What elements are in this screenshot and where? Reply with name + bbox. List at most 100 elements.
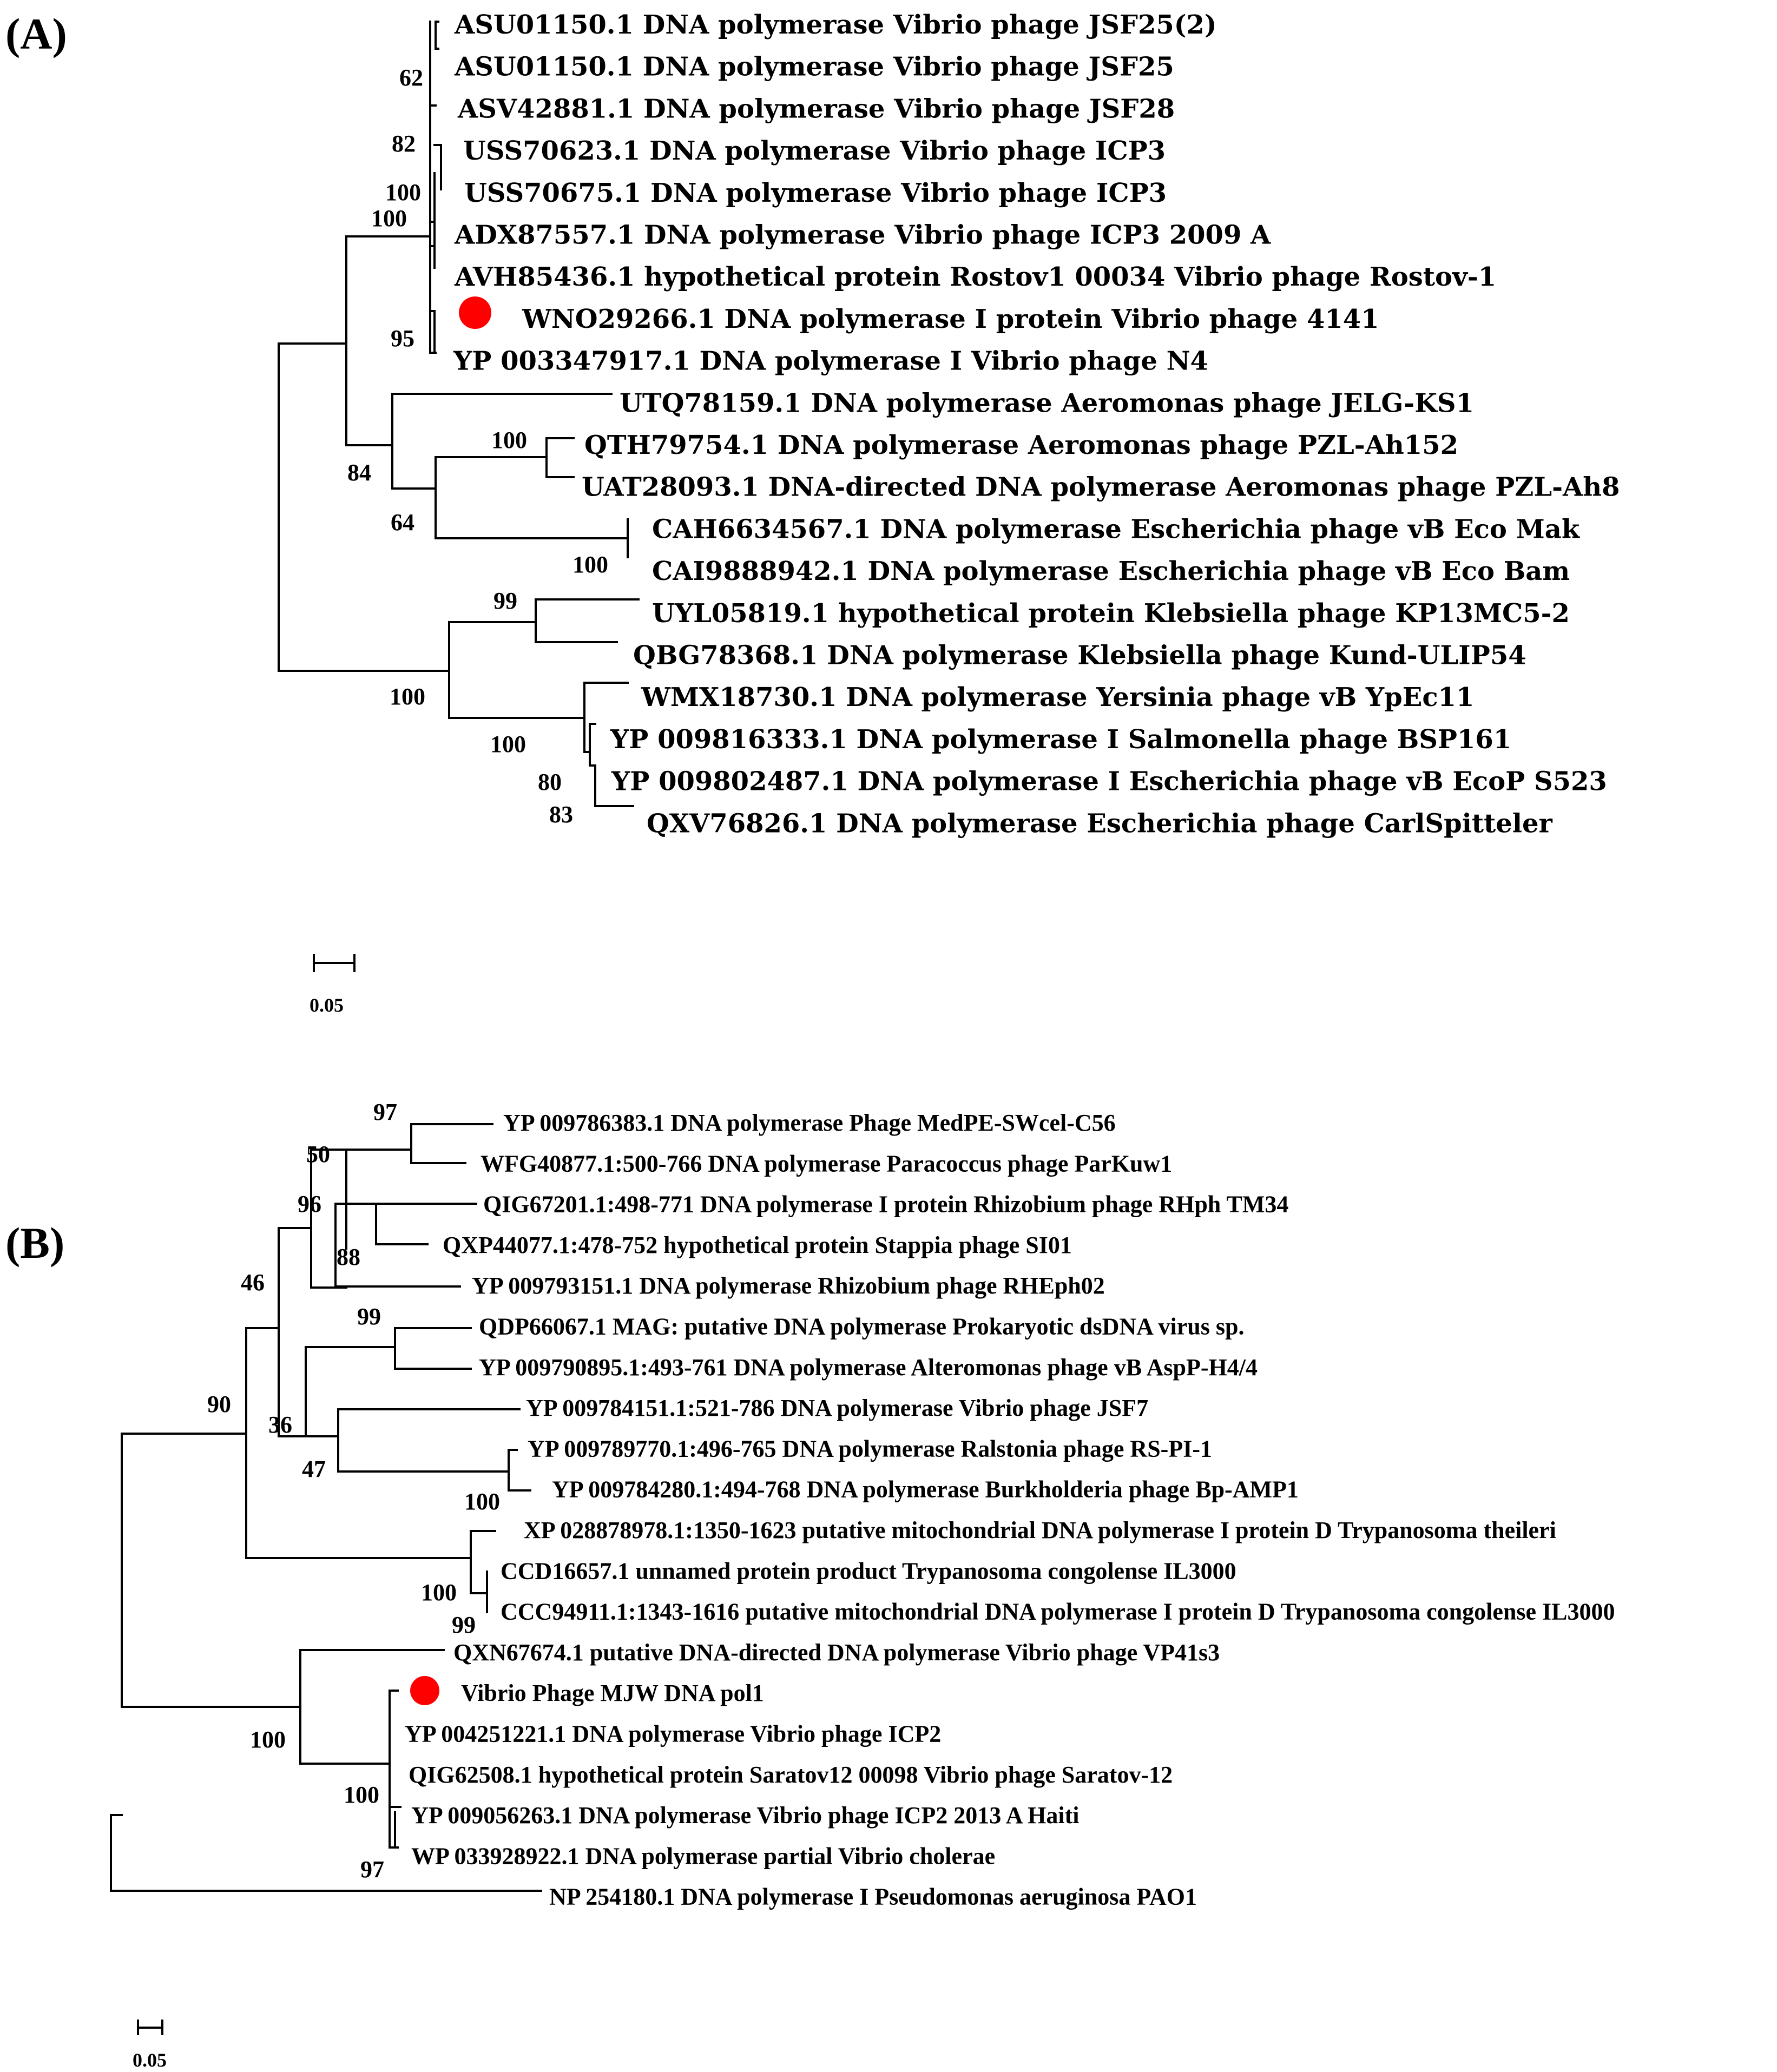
panel-a-n4-branch — [429, 310, 436, 354]
leaf-label: YP 003347917.1 DNA polymerase I Vibrio p… — [453, 346, 1208, 377]
panel-b-upper-branch — [245, 1327, 472, 1559]
leaf-label: AVH85436.1 hypothetical protein Rostov1 … — [454, 262, 1496, 292]
scale-bar-label: 0.05 — [310, 994, 344, 1016]
panel-a-branches — [278, 21, 640, 807]
scale-bar-label: 0.05 — [133, 2049, 167, 2071]
panel-b-branches — [110, 1123, 542, 1892]
bootstrap-label: 90 — [207, 1391, 231, 1417]
panel-b-icp2-branch — [389, 1690, 399, 1849]
leaf-label: USS70623.1 DNA polymerase Vibrio phage I… — [463, 136, 1166, 166]
leaf-label: YP 009793151.1 DNA polymerase Rhizobium … — [472, 1272, 1105, 1299]
bootstrap-label: 100 — [572, 551, 608, 578]
bootstrap-label: 62 — [399, 64, 423, 91]
leaf-label: CAH6634567.1 DNA polymerase Escherichia … — [652, 514, 1581, 544]
bootstrap-label: 36 — [268, 1411, 292, 1438]
bootstrap-label: 96 — [298, 1191, 321, 1217]
bootstrap-label: 99 — [452, 1612, 476, 1638]
leaf-label: UAT28093.1 DNA-directed DNA polymerase A… — [582, 472, 1620, 503]
highlighted-leaf-label: Vibrio Phage MJW DNA pol1 — [461, 1680, 764, 1706]
panel-a-bottom-branch — [448, 621, 585, 719]
panel-b-rhizobium-pair — [375, 1203, 477, 1245]
panel-a-klebsiella-pair — [535, 598, 640, 643]
panel-a-aero-escherichia-branch — [435, 456, 629, 539]
bootstrap-label: 100 — [421, 1579, 457, 1606]
leaf-label: YP 009789770.1:496-765 DNA polymerase Ra… — [528, 1435, 1212, 1462]
bootstrap-label: 97 — [373, 1099, 397, 1125]
bootstrap-label: 84 — [347, 459, 371, 486]
leaf-label: YP 009784151.1:521-786 DNA polymerase Vi… — [526, 1395, 1148, 1421]
panel-b-vibrio-clade — [299, 1649, 445, 1765]
panel-b-ralstonia-pair — [508, 1449, 531, 1492]
leaf-label: QDP66067.1 MAG: putative DNA polymerase … — [479, 1314, 1244, 1340]
panel-a-carl-branch — [594, 764, 634, 807]
panel-a-jsf25-branch — [435, 21, 439, 50]
panel-a-label: (A) — [5, 9, 67, 58]
leaf-label: YP 009816333.1 DNA polymerase I Salmonel… — [610, 724, 1511, 755]
panel-a-escherichia-branch — [589, 723, 596, 767]
leaf-label: NP 254180.1 DNA polymerase I Pseudomonas… — [549, 1884, 1197, 1910]
leaf-label: UTQ78159.1 DNA polymerase Aeromonas phag… — [620, 388, 1474, 418]
panel-a-bootstrap-labels: 62 82 100 100 95 84 100 64 100 99 100 10… — [347, 64, 608, 828]
panel-b-top-branch — [310, 1149, 347, 1289]
panel-a-aeromonas-branch — [391, 393, 613, 490]
leaf-label: QXP44077.1:478-752 hypothetical protein … — [443, 1232, 1072, 1258]
panel-b-medpe-pair — [410, 1123, 493, 1164]
panel-b-scale-bar: 0.05 — [133, 2020, 167, 2071]
panel-b: (B) YP 009786383.1 DNA polymerase Phage … — [5, 1099, 1615, 2071]
bootstrap-label: 100 — [390, 683, 425, 710]
bootstrap-label: 97 — [360, 1856, 384, 1883]
bootstrap-label: 83 — [549, 801, 573, 828]
leaf-label: XP 028878978.1:1350-1623 putative mitoch… — [524, 1517, 1556, 1543]
leaf-label: ASU01150.1 DNA polymerase Vibrio phage J… — [454, 10, 1217, 40]
bootstrap-label: 99 — [493, 588, 517, 614]
leaf-label: QBG78368.1 DNA polymerase Klebsiella pha… — [633, 641, 1526, 671]
panel-b-leaf-labels: YP 009786383.1 DNA polymerase Phage MedP… — [405, 1110, 1615, 1910]
bootstrap-label: 50 — [306, 1141, 330, 1167]
panel-b-phage-branch — [278, 1227, 312, 1437]
bootstrap-label: 100 — [385, 179, 421, 206]
panel-b-main-branch — [121, 1433, 301, 1708]
bootstrap-label: 100 — [250, 1726, 286, 1753]
leaf-label: QXN67674.1 putative DNA-directed DNA pol… — [453, 1639, 1220, 1666]
leaf-label: WFG40877.1:500-766 DNA polymerase Paraco… — [481, 1150, 1172, 1177]
leaf-label: YP 004251221.1 DNA polymerase Vibrio pha… — [405, 1721, 941, 1747]
leaf-label: QIG67201.1:498-771 DNA polymerase I prot… — [483, 1191, 1288, 1218]
bootstrap-label: 100 — [371, 205, 407, 232]
leaf-label: UYL05819.1 hypothetical protein Klebsiel… — [652, 598, 1570, 629]
panel-b-highlight-dot — [410, 1676, 439, 1705]
panel-b-bootstrap-labels: 97 50 96 88 46 99 90 36 47 100 100 99 10… — [207, 1099, 500, 1883]
bootstrap-label: 100 — [464, 1488, 500, 1515]
bootstrap-label: 82 — [392, 130, 416, 157]
leaf-label: YP 009784280.1:494-768 DNA polymerase Bu… — [552, 1476, 1299, 1503]
leaf-label: WP 033928922.1 DNA polymerase partial Vi… — [411, 1843, 995, 1869]
leaf-label: ASV42881.1 DNA polymerase Vibrio phage J… — [457, 94, 1175, 124]
panel-a: (A) ASU01150.1 DNA polymerase Vibrio pha… — [5, 9, 1620, 1016]
bootstrap-label: 100 — [490, 731, 526, 757]
bootstrap-label: 100 — [491, 427, 527, 453]
panel-b-rheph02-branch — [334, 1284, 461, 1289]
leaf-label: ASU01150.1 DNA polymerase Vibrio phage J… — [454, 52, 1174, 82]
leaf-label: WMX18730.1 DNA polymerase Yersinia phage… — [641, 682, 1474, 712]
panel-b-jsf7-branch — [337, 1408, 521, 1473]
leaf-label: YP 009790895.1:493-761 DNA polymerase Al… — [479, 1354, 1258, 1381]
leaf-label: USS70675.1 DNA polymerase Vibrio phage I… — [464, 178, 1167, 208]
leaf-label: YP 009786383.1 DNA polymerase Phage MedP… — [503, 1110, 1116, 1136]
bootstrap-label: 64 — [391, 509, 414, 536]
leaf-label: YP 009802487.1 DNA polymerase I Escheric… — [611, 767, 1607, 797]
leaf-label: YP 009056263.1 DNA polymerase Vibrio pha… — [411, 1802, 1079, 1829]
panel-b-mag-pair — [394, 1327, 472, 1370]
highlighted-leaf-label: WNO29266.1 DNA polymerase I protein Vibr… — [522, 304, 1379, 334]
leaf-label: ADX87557.1 DNA polymerase Vibrio phage I… — [454, 220, 1271, 250]
bootstrap-label: 99 — [357, 1303, 381, 1330]
panel-a-highlight-dot — [459, 296, 491, 329]
leaf-label: CAI9888942.1 DNA polymerase Escherichia … — [652, 556, 1570, 586]
panel-b-haiti-pair — [389, 1806, 402, 1849]
bootstrap-label: 46 — [241, 1269, 265, 1296]
leaf-label: QIG62508.1 hypothetical protein Saratov1… — [409, 1761, 1173, 1788]
bootstrap-label: 95 — [391, 325, 414, 352]
panel-b-trypanosoma-branch — [470, 1530, 496, 1594]
bootstrap-label: 100 — [344, 1781, 379, 1808]
leaf-label: QTH79754.1 DNA polymerase Aeromonas phag… — [584, 430, 1458, 460]
panel-a-pzl-pair — [545, 437, 575, 478]
